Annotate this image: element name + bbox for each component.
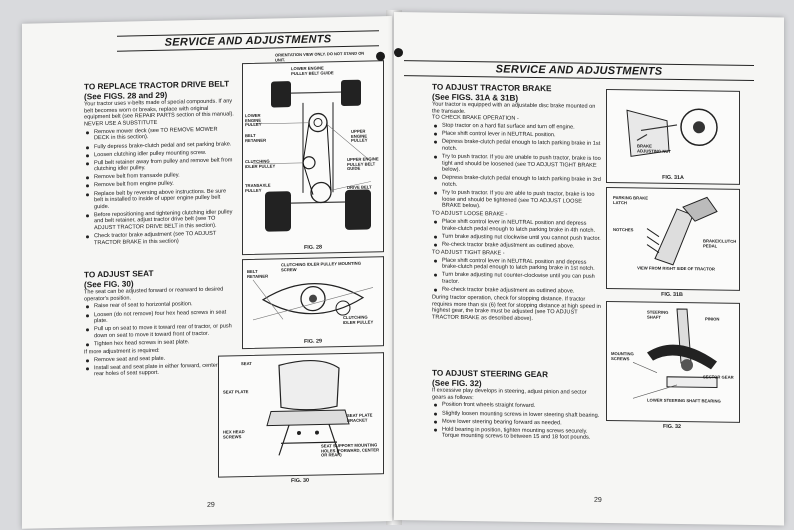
- fig-label: BELT RETAINER: [245, 132, 267, 143]
- fig-label: SEAT PLATE BRACKET: [347, 412, 373, 423]
- brake-drawing: [626, 108, 718, 157]
- fig-label: CLUTCHING IDLER PULLEY MOUNTING SCREW: [281, 260, 361, 272]
- fig-32-diagram: STEERING SHAFT PINION MOUNTING SCREWS SE…: [606, 300, 740, 423]
- list-item: Pull up on seat to move it toward rear o…: [84, 323, 234, 339]
- steering-intro: If excessive play develops in steering, …: [432, 387, 587, 401]
- fig-label: CLUTCHING IDLER PULLEY: [245, 158, 276, 169]
- fig-label: UPPER ENGINE PULLEY BELT GUIDE: [347, 156, 379, 172]
- steering-gear-drawing: [632, 308, 718, 399]
- binder-hole: [376, 51, 385, 61]
- fig-label: SECTOR GEAR: [703, 374, 734, 380]
- list-item: Depress brake-clutch pedal enough to lat…: [432, 139, 602, 155]
- seat-steps: Raise rear of seat to horizontal positio…: [84, 301, 234, 348]
- fig-28-caption: FIG. 28: [304, 244, 322, 251]
- drive-belt-steps: Remove mower deck (see TO REMOVE MOWER D…: [84, 126, 234, 247]
- left-page: SERVICE AND ADJUSTMENTS TO REPLACE TRACT…: [22, 16, 392, 529]
- brake-section: TO ADJUST TRACTOR BRAKE (See FIGS. 31A &…: [432, 83, 602, 324]
- left-page-header: SERVICE AND ADJUSTMENTS: [117, 30, 379, 52]
- list-item: Install seat and seat plate in either fo…: [84, 362, 234, 378]
- list-item: Turn brake adjusting nut counter-clockwi…: [432, 272, 602, 288]
- list-item: Depress brake-clutch pedal enough to lat…: [432, 175, 602, 191]
- brake-loose-steps: Place shift control lever in NEUTRAL pos…: [432, 218, 602, 250]
- fig-label: NOTCHES: [613, 227, 634, 233]
- seat-section: TO ADJUST SEAT (See FIG. 30) The seat ca…: [84, 267, 234, 380]
- fig-label: PARKING BRAKE LATCH: [613, 195, 649, 205]
- left-page-number: 29: [207, 501, 215, 509]
- idler-pulley-drawing: [252, 279, 374, 321]
- drive-belt-section: TO REPLACE TRACTOR DRIVE BELT (See FIGS.…: [84, 79, 234, 248]
- fig-label: BRAKE ADJUSTING NUT: [637, 143, 671, 154]
- brake-pedal-drawing: [646, 196, 718, 266]
- right-page-header: SERVICE AND ADJUSTMENTS: [404, 60, 754, 82]
- fig-label: UPPER ENGINE PULLEY: [351, 128, 368, 144]
- tractor-underside-drawing: [253, 79, 372, 232]
- fig-28-note: Orientation view only. Do not stand on u…: [275, 50, 365, 63]
- steering-section: TO ADJUST STEERING GEAR (See FIG. 32) If…: [432, 369, 602, 444]
- drive-belt-intro: Your tractor uses v-belts made of specia…: [84, 98, 234, 128]
- fig-label: SEAT PLATE: [223, 389, 249, 395]
- fig-label: SEAT SUPPORT MOUNTING HOLES (Forward, ce…: [321, 442, 380, 458]
- fig-label: PINION: [705, 316, 720, 322]
- list-item: Hold bearing in position, tighten mounti…: [432, 426, 602, 442]
- right-page-number: 29: [594, 496, 602, 504]
- list-item: Remove mower deck (see TO REMOVE MOWER D…: [84, 126, 234, 142]
- list-item: Try to push tractor. If you are able to …: [432, 189, 602, 211]
- brake-check-steps: Stop tractor on a hard flat surface and …: [432, 123, 602, 212]
- list-item: Try to push tractor. If you are unable t…: [432, 154, 602, 176]
- fig-label: LOWER ENGINE PULLEY BELT GUIDE: [291, 65, 334, 76]
- fig-29-diagram: BELT RETAINER CLUTCHING IDLER PULLEY MOU…: [242, 256, 384, 350]
- fig-label: TRANSAXLE PULLEY: [245, 182, 271, 193]
- fig-label: HEX HEAD SCREWS: [223, 429, 245, 440]
- list-item: Pull belt retainer away from pulley and …: [84, 157, 234, 173]
- seat-drawing: [266, 360, 350, 456]
- fig-31b-caption: FIG. 31B: [661, 291, 683, 299]
- list-item: Check tractor brake adjustment (see TO A…: [84, 230, 234, 246]
- list-item: Before repositioning and tightening clut…: [84, 209, 234, 232]
- list-item: Place shift control lever in NEUTRAL pos…: [432, 257, 602, 273]
- fig-label: LOWER ENGINE PULLEY: [245, 112, 262, 128]
- fig-31a-diagram: BRAKE ADJUSTING NUT FIG. 31A: [606, 88, 740, 185]
- fig-30-diagram: SEAT SEAT PLATE HEX HEAD SCREWS SEAT PLA…: [218, 352, 384, 478]
- list-item: Place shift control lever in NEUTRAL pos…: [432, 218, 602, 234]
- fig-label: STEERING SHAFT: [647, 309, 669, 320]
- right-page: SERVICE AND ADJUSTMENTS TO ADJUST TRACTO…: [376, 12, 784, 526]
- fig-29-caption: FIG. 29: [304, 338, 322, 345]
- fig-32-caption: FIG. 32: [663, 423, 681, 431]
- fig-label: MOUNTING SCREWS: [611, 351, 634, 361]
- fig-label: CLUTCHING IDLER PULLEY: [343, 314, 374, 325]
- list-item: Loosen (do not remove) four hex head scr…: [84, 309, 234, 325]
- fig-31b-diagram: PARKING BRAKE LATCH NOTCHES BRAKE/CLUTCH…: [606, 186, 740, 291]
- seat-more-steps: Remove seat and seat plate. Install seat…: [84, 354, 234, 378]
- list-item: Replace belt by reversing above instruct…: [84, 188, 234, 211]
- brake-tight-steps: Place shift control lever in NEUTRAL pos…: [432, 257, 602, 295]
- fig-label: SEAT: [241, 360, 252, 367]
- fig-label: BRAKE/CLUTCH PEDAL: [703, 238, 737, 249]
- steering-steps: Position front wheels straight forward. …: [432, 402, 602, 442]
- fig-label: BELT RETAINER: [247, 268, 269, 279]
- binder-hole: [394, 48, 403, 58]
- fig-label: DRIVE BELT: [347, 184, 372, 190]
- fig-31a-caption: FIG. 31A: [662, 174, 684, 182]
- fig-28-diagram: Orientation view only. Do not stand on u…: [242, 51, 384, 256]
- fig-30-caption: FIG. 30: [291, 477, 309, 485]
- brake-stopping-note: During tractor operation, check for stop…: [432, 294, 601, 323]
